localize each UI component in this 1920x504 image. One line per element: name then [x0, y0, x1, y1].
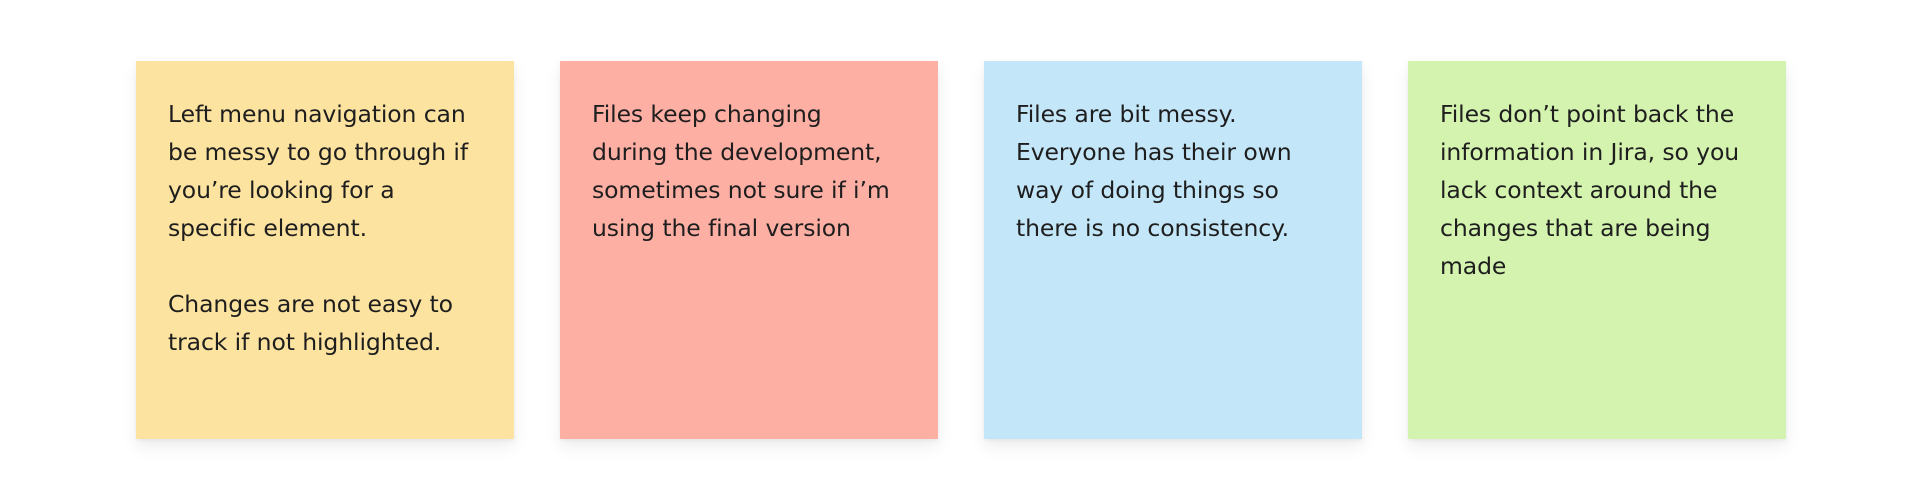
sticky-note-text: Files keep changing during the developme…: [592, 100, 890, 242]
sticky-note-text: Files don’t point back the information i…: [1440, 100, 1740, 280]
sticky-note-yellow[interactable]: Left menu navigation can be messy to go …: [136, 61, 514, 439]
sticky-note-text: Files are bit messy. Everyone has their …: [1016, 100, 1292, 242]
sticky-note-red[interactable]: Files keep changing during the developme…: [560, 61, 938, 439]
sticky-note-text: Changes are not easy to track if not hig…: [168, 290, 453, 356]
sticky-note-blue[interactable]: Files are bit messy. Everyone has their …: [984, 61, 1362, 439]
sticky-note-green[interactable]: Files don’t point back the information i…: [1408, 61, 1786, 439]
sticky-note-text: Left menu navigation can be messy to go …: [168, 100, 468, 242]
